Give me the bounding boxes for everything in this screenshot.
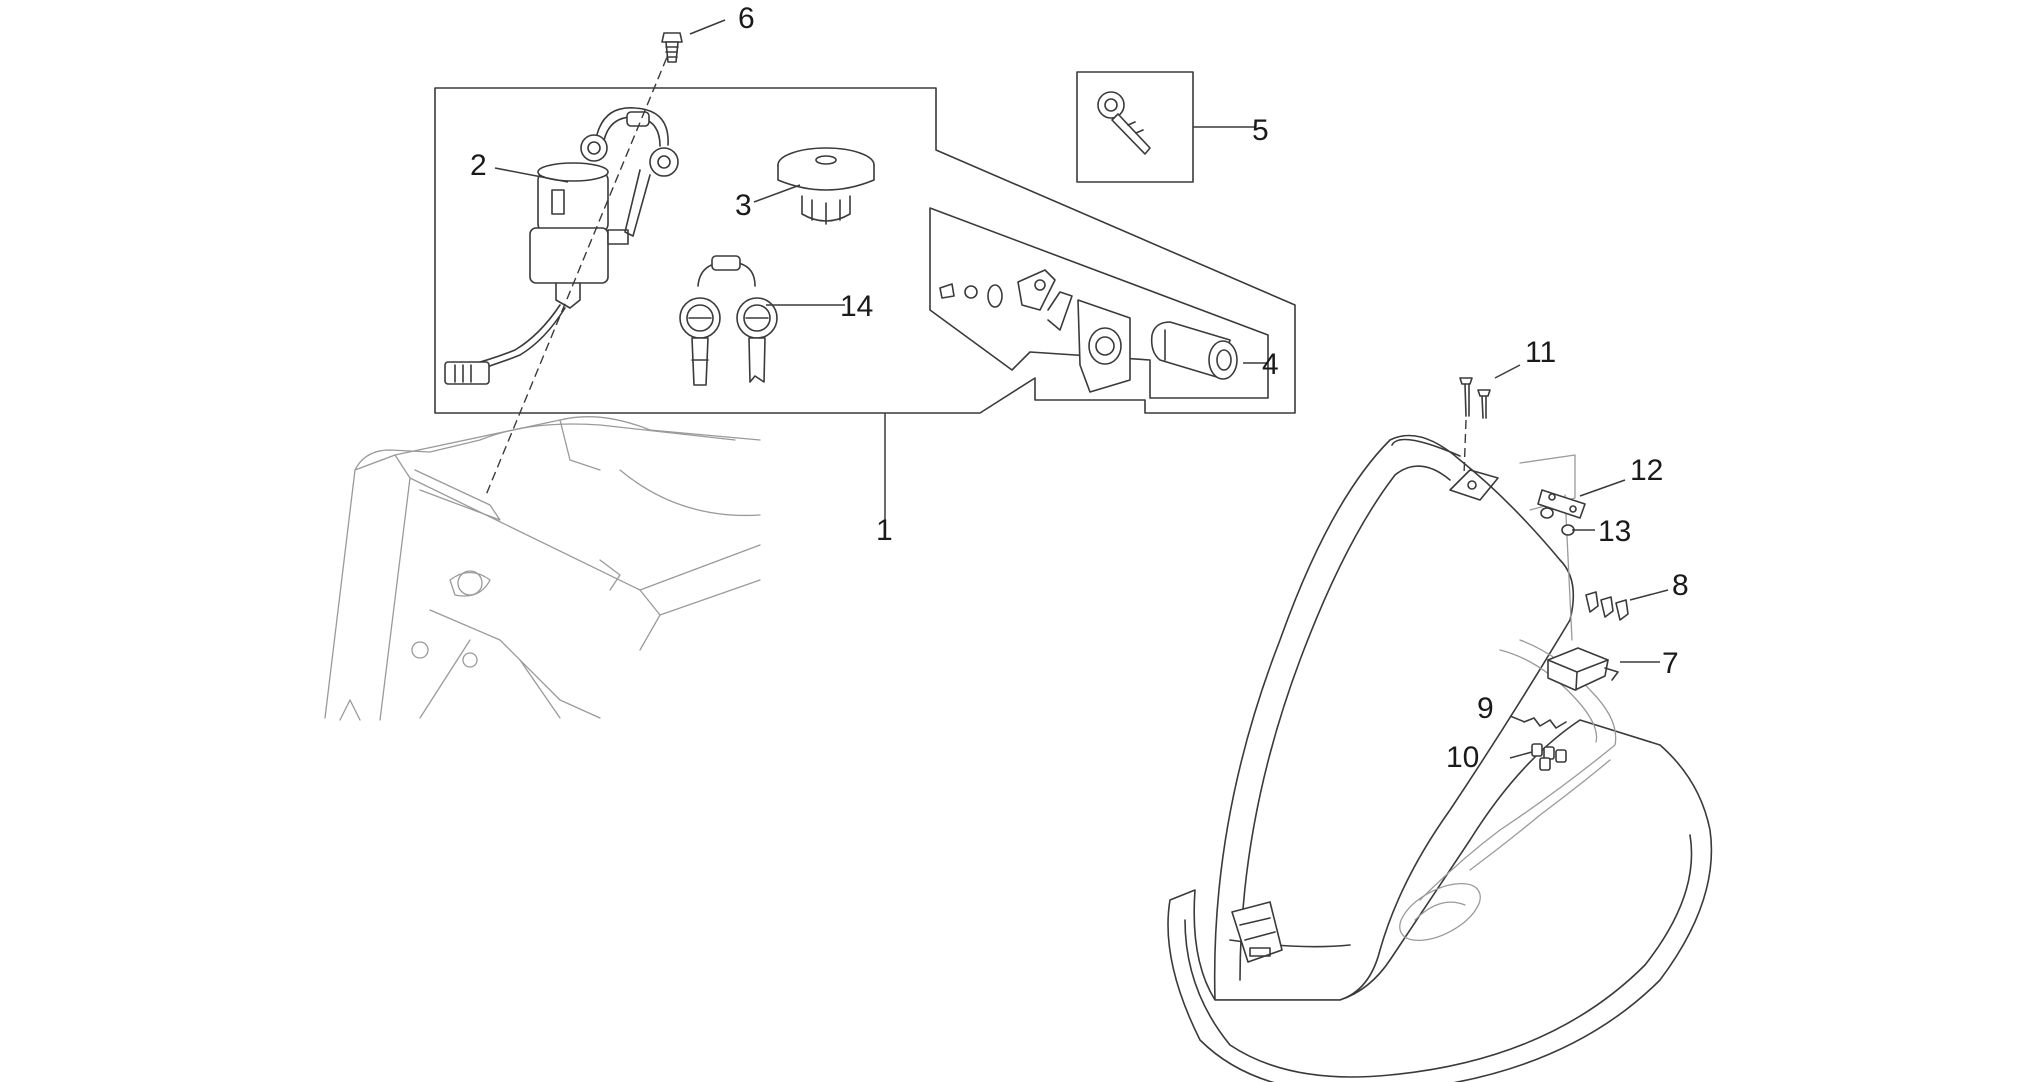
callout-14: 14: [840, 290, 873, 323]
clips-10: [1531, 743, 1567, 771]
callout-7: 7: [1662, 647, 1679, 680]
callout-5: 5: [1252, 114, 1269, 147]
side-case: [1167, 434, 1713, 1082]
plate-12: [1537, 489, 1586, 519]
callout-6: 6: [738, 2, 755, 35]
callout-13: 13: [1598, 515, 1631, 548]
key-blank: [1097, 91, 1151, 155]
spring-9: [1523, 717, 1567, 729]
callout-10: 10: [1446, 741, 1479, 774]
callout-1: 1: [876, 514, 893, 547]
fuel-cap: [777, 147, 875, 225]
nuts-13: [1540, 507, 1575, 536]
kit-boundary: [434, 87, 1296, 414]
screw-6: [661, 32, 683, 63]
screws-8: [1585, 591, 1629, 621]
key-pair: [679, 255, 778, 386]
callout-12: 12: [1630, 454, 1663, 487]
ignition-switch: [444, 162, 629, 385]
callout-2: 2: [470, 149, 487, 182]
callout-8: 8: [1672, 569, 1689, 602]
lock-small-parts: [939, 269, 1131, 393]
assembly-line-6: [485, 44, 673, 496]
callout-11: 11: [1525, 336, 1556, 369]
callout-3: 3: [735, 189, 752, 222]
latch-block-7: [1547, 647, 1619, 691]
key-blank-box: [1076, 71, 1194, 183]
leader-lines: [494, 19, 1669, 759]
callout-9: 9: [1477, 692, 1494, 725]
ignition-cable-rings: [580, 107, 679, 237]
motorcycle-frame: [324, 416, 761, 721]
lock-cylinder: [1150, 321, 1238, 380]
case-screws-11: [1459, 377, 1491, 476]
callout-4: 4: [1262, 348, 1279, 381]
lock-set-box: [929, 207, 1269, 399]
